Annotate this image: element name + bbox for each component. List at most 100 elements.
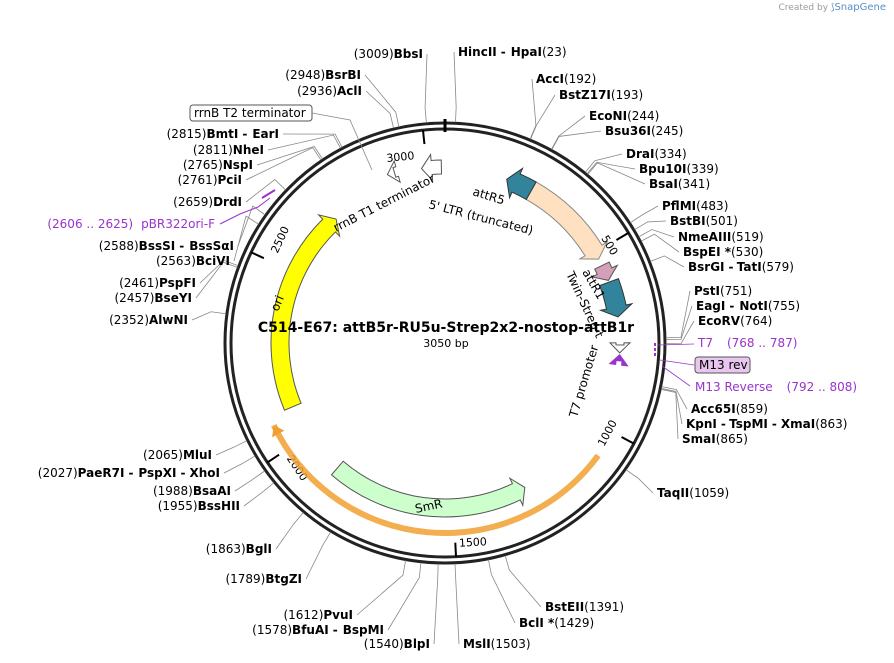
- enzyme-name: BsrGI: [688, 260, 725, 274]
- attr5-arrow[interactable]: [506, 167, 537, 201]
- enzyme-name: EarI: [252, 127, 279, 141]
- site-position: (2948): [285, 68, 325, 82]
- site-bmti[interactable]: (2815)BmtI-EarI: [167, 127, 279, 141]
- site-leader-line: [488, 559, 516, 624]
- enzyme-name: AclI: [337, 84, 362, 98]
- site-bsteii[interactable]: BstEII(1391): [545, 600, 624, 614]
- site-bsssi[interactable]: (2588)BssSI-BssSαI: [99, 239, 234, 253]
- enzyme-name: BspMI: [343, 623, 384, 637]
- scale-tick-label: 2000: [284, 453, 310, 483]
- site-position: (2563): [156, 254, 196, 268]
- site-bspei[interactable]: BspEI *(530): [683, 245, 763, 259]
- site-position: (530): [731, 245, 763, 259]
- site-leader-line: [634, 220, 667, 230]
- site-position: (755): [768, 299, 800, 313]
- site-blpi[interactable]: (1540)BlpI: [364, 637, 430, 651]
- site-bstbi[interactable]: BstBI(501): [670, 214, 738, 228]
- site-smai[interactable]: SmaI(865): [682, 432, 748, 446]
- rrnb-t2-label[interactable]: rrnB T2 terminator: [194, 106, 306, 120]
- enzyme-name: Bpu10I: [639, 162, 686, 176]
- site-bseyi[interactable]: (2457)BseYI: [115, 291, 193, 305]
- site-leader-line: [199, 259, 239, 284]
- t7-label[interactable]: T7(768 .. 787): [697, 336, 797, 350]
- plasmid-size: 3050 bp: [423, 337, 468, 350]
- site-leader-line: [551, 130, 602, 150]
- site-leader-line: [551, 115, 586, 150]
- rrnb-t2-arrow[interactable]: [386, 159, 401, 184]
- site-position: (1059): [689, 486, 729, 500]
- m13-rev-primer[interactable]: [608, 353, 629, 367]
- site-bstz17i[interactable]: BstZ17I(193): [559, 88, 643, 102]
- ltr-arrow[interactable]: [525, 181, 609, 260]
- enzyme-name: PaeR7I: [78, 466, 125, 480]
- site-pflmi[interactable]: PflMI(483): [662, 199, 728, 213]
- site-econi[interactable]: EcoNI(244): [589, 109, 659, 123]
- site-bsu36i[interactable]: Bsu36I(245): [605, 124, 683, 138]
- site-bsrbi[interactable]: (2948)BsrBI: [285, 68, 361, 82]
- enzyme-name: XmaI: [781, 417, 815, 431]
- site-drai[interactable]: DraI(334): [626, 147, 687, 161]
- site-paer7i[interactable]: (2027)PaeR7I-PspXI-XhoI: [38, 466, 220, 480]
- site-bsai[interactable]: BsaI(341): [649, 177, 710, 191]
- site-psti[interactable]: PstI(751): [694, 284, 752, 298]
- site-nspi[interactable]: (2765)NspI: [183, 158, 253, 172]
- site-position: (865): [716, 432, 748, 446]
- site-drdi[interactable]: (2659)DrdI: [173, 195, 242, 209]
- site-hincii[interactable]: HincII-HpaI(23): [458, 45, 567, 59]
- site-bsaai[interactable]: (1988)BsaAI: [153, 484, 231, 498]
- site-msli[interactable]: MslI(1503): [463, 637, 531, 651]
- enzyme-name: TatI: [737, 260, 762, 274]
- enzyme-name: DrdI: [213, 195, 242, 209]
- enzyme-name: BsrBI: [325, 68, 361, 82]
- site-kpni[interactable]: KpnI-TspMI-XmaI(863): [686, 417, 847, 431]
- site-pspfi[interactable]: (2461)PspFI: [119, 276, 196, 290]
- site-eagi[interactable]: EagI-NotI(755): [696, 299, 800, 313]
- enzyme-name: EcoRV: [698, 314, 741, 328]
- site-bclI[interactable]: BclI *(1429): [519, 616, 594, 630]
- twin-strep-arrow[interactable]: [590, 261, 619, 281]
- site-acc65i[interactable]: Acc65I(859): [691, 402, 768, 416]
- ltr-label: 5' LTR (truncated): [427, 197, 534, 237]
- site-bfuai[interactable]: (1578)BfuAI-BspMI: [252, 623, 384, 637]
- site-position: (244): [627, 109, 659, 123]
- site-position: (2027): [38, 466, 78, 480]
- site-leader-line: [256, 146, 323, 166]
- snapgene-logo-icon: ⟆: [830, 3, 835, 13]
- site-position: (23): [542, 45, 567, 59]
- enzyme-name: Bsu36I: [605, 124, 651, 138]
- site-mlui[interactable]: (2065)MluI: [143, 448, 212, 462]
- scale-tick-label: 3000: [386, 149, 415, 165]
- smr-arrow[interactable]: [330, 460, 526, 518]
- ori-arrow[interactable]: [270, 213, 341, 411]
- site-alwni[interactable]: (2352)AlwNI: [109, 313, 188, 327]
- site-position: (519): [731, 230, 763, 244]
- pbr322ori-f-label[interactable]: (2606 .. 2625)pBR322ori-F: [47, 217, 215, 231]
- site-pvui[interactable]: (1612)PvuI: [283, 608, 353, 622]
- site-taqii[interactable]: TaqII(1059): [657, 486, 729, 500]
- site-nmeaiii[interactable]: NmeAIII(519): [678, 230, 764, 244]
- enzyme-name: BspEI *: [683, 245, 732, 259]
- site-bstgzi[interactable]: (1789)BtgZI: [225, 572, 302, 586]
- site-nhei[interactable]: (2811)NheI: [193, 143, 264, 157]
- attr1-arrow[interactable]: [598, 277, 634, 318]
- site-bsrgi[interactable]: BsrGI-TatI(579): [688, 260, 794, 274]
- site-acci[interactable]: AccI(192): [536, 72, 596, 86]
- site-bsshii[interactable]: (1955)BssHII: [158, 499, 240, 513]
- scale-tick-label: 1000: [595, 418, 620, 449]
- site-bbsi[interactable]: (3009)BbsI: [354, 47, 423, 61]
- site-leader-line: [504, 555, 542, 608]
- rrnb-t1-arrow[interactable]: [420, 153, 443, 182]
- t7-promoter-arrow[interactable]: [608, 342, 632, 354]
- site-bpu10i[interactable]: Bpu10I(339): [639, 162, 719, 176]
- site-position: (2461): [119, 276, 159, 290]
- site-leader-line: [586, 161, 636, 174]
- site-pcii[interactable]: (2761)PciI: [178, 173, 242, 187]
- site-leader-line: [267, 134, 341, 151]
- site-acli[interactable]: (2936)AclI: [297, 84, 362, 98]
- m13-reverse-label[interactable]: M13 Reverse(792 .. 808): [695, 380, 857, 394]
- site-bcivi[interactable]: (2563)BciVI: [156, 254, 230, 268]
- m13-rev-label[interactable]: M13 rev: [699, 358, 748, 372]
- site-leader-line: [282, 133, 343, 148]
- site-bgli[interactable]: (1863)BglI: [206, 542, 272, 556]
- site-ecorv[interactable]: EcoRV(764): [698, 314, 772, 328]
